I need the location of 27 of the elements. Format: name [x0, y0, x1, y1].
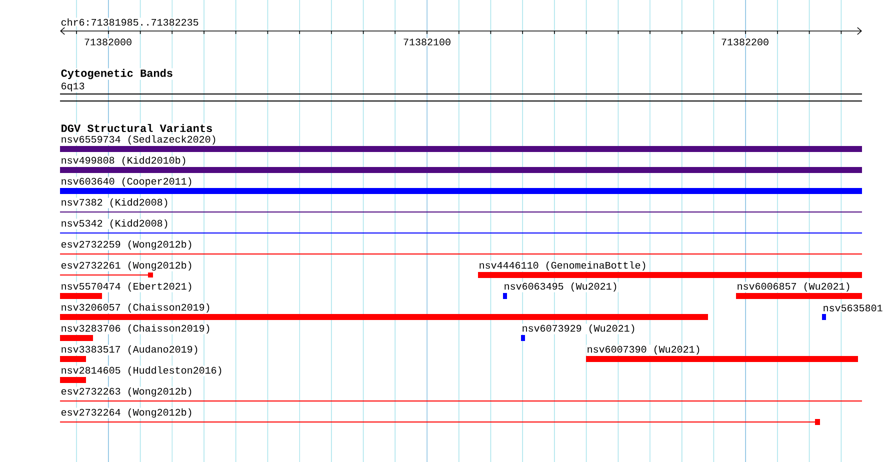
- variant-label: nsv6007390 (Wu2021): [586, 344, 702, 356]
- variant-label: nsv5635801: [822, 304, 884, 312]
- variant-label: nsv6006857 (Wu2021): [736, 282, 852, 292]
- track-title: Cytogenetic Bands: [60, 68, 174, 80]
- variant-label: esv2732264 (Wong2012b): [60, 408, 194, 418]
- coordinate-range: chr6:71381985..71382235: [60, 18, 200, 26]
- band-label: 6q13: [60, 82, 86, 92]
- variant-label: esv2732261 (Wong2012b): [60, 260, 194, 272]
- variant-label: nsv6073929 (Wu2021): [521, 324, 636, 334]
- variant-label: esv2732259 (Wong2012b): [60, 240, 194, 250]
- variant-label: esv2732263 (Wong2012b): [60, 386, 194, 398]
- variant-label: nsv5570474 (Ebert2021): [60, 282, 194, 292]
- variant-label: nsv3283706 (Chaisson2019): [60, 324, 212, 334]
- track-title: DGV Structural Variants: [60, 123, 214, 133]
- variant-label: nsv603640 (Cooper2011): [60, 176, 194, 188]
- variant-label: nsv3383517 (Audano2019): [60, 344, 200, 356]
- tick-label: 71382100: [402, 38, 452, 46]
- variant-label: nsv4446110 (GenomeinaBottle): [478, 260, 648, 272]
- tick-label: 71382200: [720, 38, 770, 46]
- variant-label: nsv5342 (Kidd2008): [60, 218, 170, 230]
- variant-label: nsv499808 (Kidd2010b): [60, 156, 188, 166]
- variant-label: nsv7382 (Kidd2008): [60, 198, 170, 208]
- variant-label: nsv2814605 (Huddleston2016): [60, 366, 224, 376]
- variant-label: nsv6559734 (Sedlazeck2020): [60, 134, 218, 146]
- tick-label: 71382000: [83, 38, 133, 46]
- variant-label: nsv6063495 (Wu2021): [503, 282, 618, 292]
- variant-label: nsv3206057 (Chaisson2019): [60, 302, 212, 314]
